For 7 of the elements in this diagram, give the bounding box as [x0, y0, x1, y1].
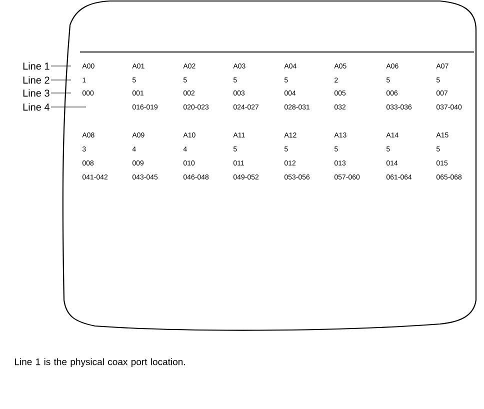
caption: Line 1 is the physical coax port location.: [15, 358, 185, 368]
leader-line: [50, 106, 86, 108]
line-label: Line 1: [23, 62, 50, 70]
line-label: Line 4: [23, 103, 50, 111]
line-label: Line 2: [23, 76, 50, 84]
leader-line: [50, 92, 72, 94]
line-label: Line 3: [23, 89, 50, 97]
